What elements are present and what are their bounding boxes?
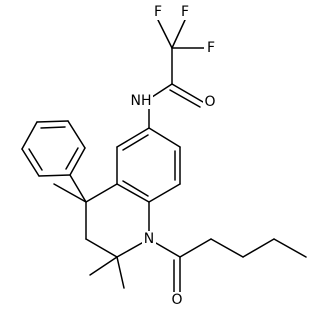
bond-ph-5 [67, 120, 86, 149]
bond-c8-c8a [148, 183, 181, 203]
amide-nitrogen-label: NH [131, 93, 152, 109]
bond-carbonyl-o-a [171, 83, 204, 103]
bond-ph-1 [38, 174, 71, 177]
fluorine-label-2: F [181, 4, 189, 20]
fluorine-label-1: F [154, 4, 162, 20]
acyl-oxygen-label: O [171, 292, 182, 308]
bond-ph-3 [21, 121, 38, 150]
bond-c2-methyl-b [116, 256, 125, 289]
bond-c5-c6-inner [122, 134, 149, 151]
bond-c8a-c4a-inner [122, 180, 149, 197]
bond-chain-1 [179, 238, 212, 258]
bond-ph-4-inner [40, 126, 66, 129]
bond-c2-methyl-a [89, 256, 118, 276]
ring-nitrogen-label: N [144, 231, 154, 247]
bond-c3-c2 [85, 238, 118, 258]
bond-ph-6 [69, 147, 86, 176]
bond-c4a-c4 [85, 183, 118, 203]
bond-c4-methyl [53, 183, 87, 203]
bond-ph-6-inner [65, 147, 79, 170]
bond-chain-4 [273, 238, 307, 258]
bond-ph-2-inner [28, 148, 43, 171]
fluorine-label-3: F [207, 40, 215, 56]
atom-labels: F F F O NH N O [129, 4, 218, 308]
bond-cf3-f2 [171, 19, 186, 49]
bond-c4-phenyl [69, 174, 87, 203]
bond-ph-4 [36, 120, 69, 123]
amide-oxygen-label: O [204, 94, 215, 110]
bond-ph-2 [21, 148, 40, 177]
bond-c6-c7 [148, 127, 181, 148]
bond-cf3-f1 [157, 19, 173, 49]
bond-c8a-c4a [116, 183, 150, 203]
bond-c5-c6 [116, 127, 150, 148]
bond-chain-2 [210, 238, 244, 258]
bonds [21, 19, 307, 293]
bond-carbonyl-o-b [169, 89, 201, 108]
bond-chain-3 [242, 238, 275, 258]
